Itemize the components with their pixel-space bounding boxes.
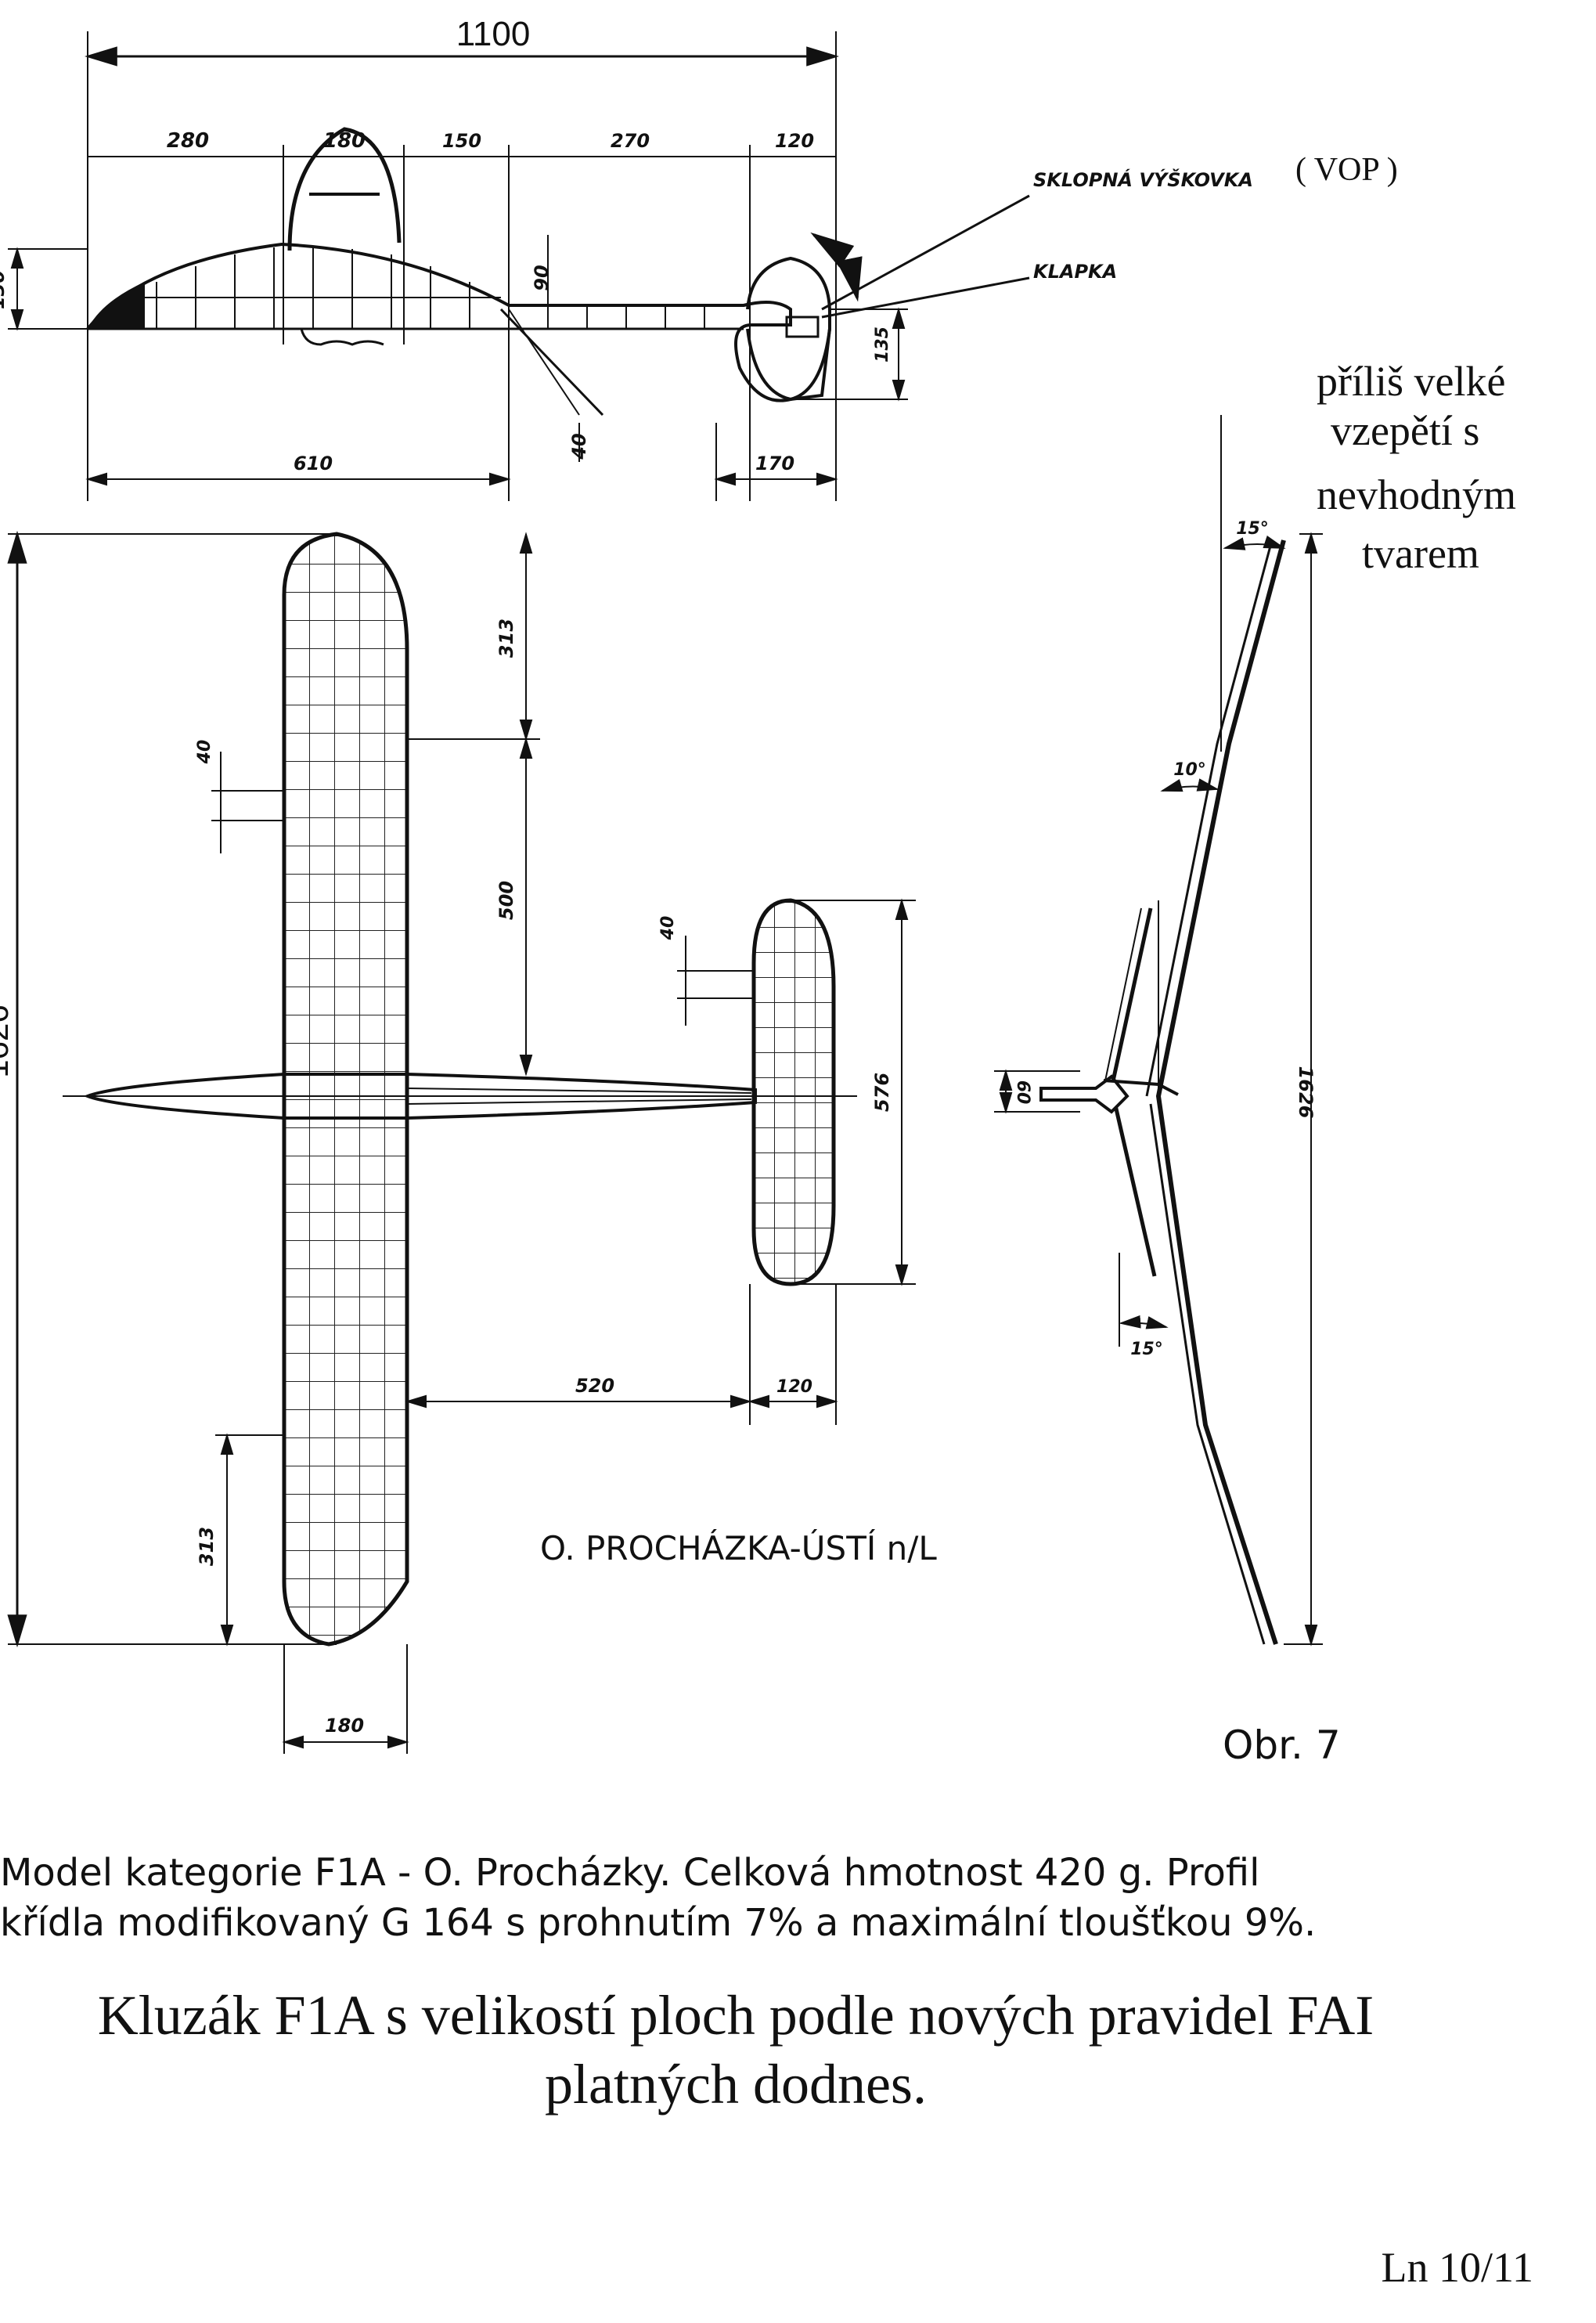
dim-280: 280 [167,129,209,153]
dim-90: 90 [531,265,553,290]
plan-view: 313 500 40 40 576 520 120 313 18 [0,530,937,1754]
dim-40-tail: 40 [658,916,678,941]
dim-130: 130 [0,270,9,309]
dim-1100: 1100 [456,15,531,53]
figure-label: Obr. 7 [1223,1722,1341,1768]
title-line-2: platných dodnes. [545,2053,927,2116]
front-view: 1626 15° 10° 60 15° příliš velké vzepětí… [994,358,1516,1647]
sklopna-label: SKLOPNÁ VÝŠKOVKA [1033,168,1253,191]
page-number: Ln 10/11 [1381,2244,1533,2291]
page-title: Kluzák F1A s velikostí ploch podle novýc… [31,1981,1440,2119]
annotation-line-4: tvarem [1362,530,1479,577]
dim-270: 270 [611,130,650,152]
dim-15-top: 15° [1236,519,1269,539]
annotation-line-1: příliš velké [1317,358,1505,405]
dim-1626-front: 1626 [1295,1066,1317,1119]
dim-15-bottom: 15° [1130,1340,1163,1359]
dim-313-bottom: 313 [196,1527,218,1566]
dim-10-deg: 10° [1173,760,1206,780]
dim-313-top: 313 [495,619,517,658]
author-plate: O. PROCHÁZKA-ÚSTÍ n/L [540,1528,937,1567]
klapka-label: KLAPKA [1033,261,1117,283]
dim-520: 520 [575,1375,614,1397]
dim-610: 610 [294,453,333,474]
caption-line-1: Model kategorie F1A - O. Procházky. Celk… [0,1851,1260,1895]
annotation-line-3: nevhodným [1317,471,1516,518]
dim-150: 150 [442,130,481,152]
dim-576: 576 [871,1073,893,1112]
dim-135: 135 [873,326,892,363]
dim-span-left: 1626 [0,1005,15,1077]
annotation-line-2: vzepětí s [1331,407,1479,454]
vop-label: ( VOP ) [1295,152,1398,188]
dim-60: 60 [1013,1080,1032,1105]
dim-180-bottom: 180 [325,1715,364,1737]
dim-40-side: 40 [568,433,590,460]
dim-120-side: 120 [775,130,814,152]
side-view: 1100 280 180 150 270 120 [0,15,1398,501]
dim-500: 500 [495,881,517,920]
dim-40-plan: 40 [195,740,214,765]
caption-line-2: křídla modifikovaný G 164 s prohnutím 7%… [0,1901,1317,1945]
figure-caption: Model kategorie F1A - O. Procházky. Celk… [0,1848,1378,1948]
dim-170: 170 [755,453,794,474]
dim-120-plan: 120 [776,1377,812,1397]
title-line-1: Kluzák F1A s velikostí ploch podle novýc… [97,1984,1374,2047]
